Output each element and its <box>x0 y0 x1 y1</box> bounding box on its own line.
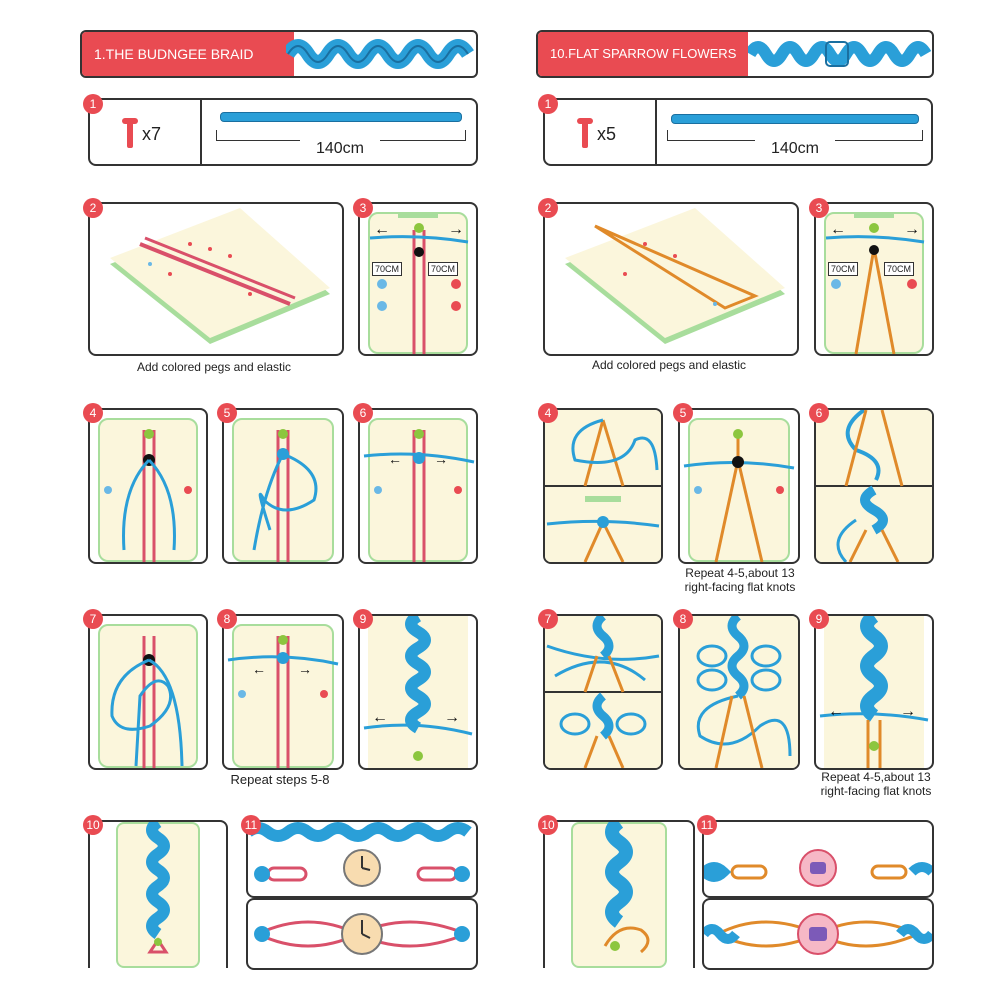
peg-icon <box>122 118 138 148</box>
svg-text:→: → <box>904 221 920 238</box>
right-step-badge-10: 10 <box>538 815 558 835</box>
peg-icon <box>577 118 593 148</box>
badge-icon <box>797 913 839 955</box>
svg-text:←: ← <box>252 661 266 677</box>
braid-preview-icon <box>286 39 474 69</box>
left-title: 1.THE BUDNGEE BRAID <box>82 32 294 76</box>
left-step-badge-4: 4 <box>83 403 103 423</box>
left-step-badge-10: 10 <box>83 815 103 835</box>
right-step11-panel-top <box>702 820 934 898</box>
left-step11-panel-bottom <box>246 898 478 970</box>
left-step1-panel: x7 140cm <box>88 98 478 166</box>
right-cord-length: 140cm <box>755 140 835 158</box>
right-repeat-caption-a-line2: right-facing flat knots <box>684 580 796 594</box>
left-step11-panel-top <box>246 820 478 898</box>
left-cord <box>220 112 462 122</box>
left-step-badge-7: 7 <box>83 609 103 629</box>
left-step10-panel <box>88 820 228 968</box>
svg-text:←: ← <box>372 709 388 726</box>
right-cord <box>671 114 919 124</box>
left-step6-panel: ← → <box>358 408 478 564</box>
right-step6-panel <box>814 408 934 564</box>
left-peg-count: x7 <box>142 124 162 144</box>
left-measure-right: 70CM <box>428 262 459 276</box>
svg-text:→: → <box>900 703 916 720</box>
watch-icon <box>341 913 383 955</box>
right-title: 10.FLAT SPARROW FLOWERS <box>538 32 748 76</box>
svg-text:←: ← <box>374 221 390 238</box>
left-step2-panel <box>88 202 344 356</box>
right-step-badge-1: 1 <box>538 94 558 114</box>
right-step1-panel: x5 140cm <box>543 98 933 166</box>
right-step5-panel <box>678 408 800 564</box>
right-peg-count: x5 <box>597 124 617 144</box>
right-title-banner: 10.FLAT SPARROW FLOWERS <box>536 30 934 78</box>
right-repeat-caption-b-line2: right-facing flat knots <box>820 784 932 798</box>
right-step-badge-4: 4 <box>538 403 558 423</box>
right-step-badge-5: 5 <box>673 403 693 423</box>
right-step4-panel <box>543 408 663 564</box>
right-repeat-caption-b-line1: Repeat 4-5,about 13 <box>821 770 931 784</box>
svg-text:→: → <box>448 221 464 238</box>
svg-text:←: ← <box>828 703 844 720</box>
right-step3-panel: ← → 70CM 70CM <box>814 202 934 356</box>
right-step2-caption: Add colored pegs and elastic <box>591 358 747 372</box>
right-measure-left: 70CM <box>828 262 859 276</box>
right-step2-panel <box>543 202 799 356</box>
flower-braid-preview-icon <box>748 41 932 67</box>
left-cord-length: 140cm <box>300 140 380 158</box>
svg-text:→: → <box>444 709 460 726</box>
right-step-badge-9: 9 <box>809 609 829 629</box>
right-step-badge-2: 2 <box>538 198 558 218</box>
left-measure-left: 70CM <box>372 262 403 276</box>
svg-text:←: ← <box>830 221 846 238</box>
svg-text:→: → <box>298 661 312 677</box>
left-step-badge-9: 9 <box>353 609 373 629</box>
right-step-badge-11: 11 <box>697 815 717 835</box>
left-step-badge-8: 8 <box>217 609 237 629</box>
left-step3-panel: ← → 70CM 70CM <box>358 202 478 356</box>
right-step10-panel <box>543 820 695 968</box>
right-step7-panel <box>543 614 663 770</box>
left-step7-panel <box>88 614 208 770</box>
right-step8-panel <box>678 614 800 770</box>
watch-icon <box>343 849 381 887</box>
left-step-badge-6: 6 <box>353 403 373 423</box>
left-step2-caption: Add colored pegs and elastic <box>136 360 292 374</box>
left-title-banner: 1.THE BUDNGEE BRAID <box>80 30 478 78</box>
left-step-badge-5: 5 <box>217 403 237 423</box>
left-step-badge-3: 3 <box>353 198 373 218</box>
svg-text:←: ← <box>388 451 402 467</box>
right-step-badge-8: 8 <box>673 609 693 629</box>
left-step9-panel: ← → <box>358 614 478 770</box>
right-step9-panel: ← → <box>814 614 934 770</box>
right-step-badge-6: 6 <box>809 403 829 423</box>
svg-text:→: → <box>434 451 448 467</box>
left-step4-panel <box>88 408 208 564</box>
right-step-badge-7: 7 <box>538 609 558 629</box>
left-repeat-caption: Repeat steps 5-8 <box>230 772 330 787</box>
badge-icon <box>799 849 837 887</box>
left-step5-panel <box>222 408 344 564</box>
right-step11-panel-bottom <box>702 898 934 970</box>
left-step-badge-1: 1 <box>83 94 103 114</box>
left-step8-panel: ← → <box>222 614 344 770</box>
right-measure-right: 70CM <box>884 262 915 276</box>
right-step-badge-3: 3 <box>809 198 829 218</box>
right-repeat-caption-a-line1: Repeat 4-5,about 13 <box>685 566 795 580</box>
left-step-badge-11: 11 <box>241 815 261 835</box>
left-step-badge-2: 2 <box>83 198 103 218</box>
